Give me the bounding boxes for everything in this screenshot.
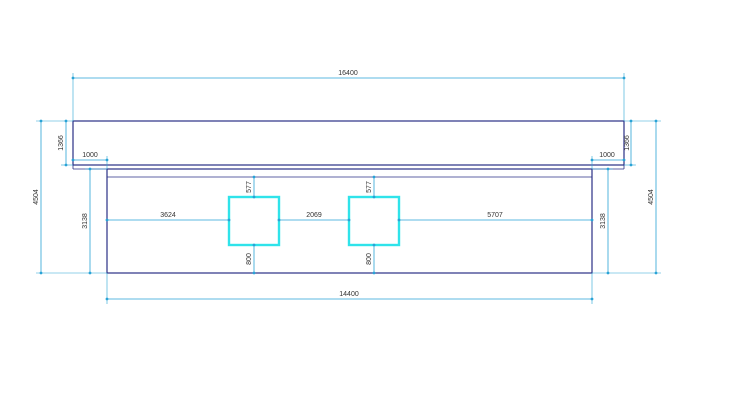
dim-opening2-top-label: 577 — [366, 181, 373, 193]
dim-left-slab: 1366 — [58, 119, 73, 167]
dim-left-total-height: 4504 — [33, 119, 107, 275]
dim-opening1-vertical: 577 800 — [246, 175, 256, 275]
dim-left-total-height-label: 4504 — [33, 189, 40, 205]
opening-1 — [227, 195, 281, 247]
dim-overall-bottom-label: 14400 — [339, 291, 359, 298]
dim-opening2-vertical: 577 800 — [366, 175, 376, 275]
dim-opening2-bottom-label: 800 — [366, 253, 373, 265]
dim-right-total-height-label: 4504 — [648, 189, 655, 205]
top-slab — [72, 120, 625, 166]
dim-opening1-bottom-label: 800 — [246, 253, 253, 265]
dim-overall-top: 16400 — [71, 70, 626, 121]
dim-right-slab-label: 1366 — [624, 135, 631, 151]
dim-right-slab: 1366 — [624, 119, 636, 167]
dim-right-wall-label: 3138 — [600, 213, 607, 229]
dim-left-wall: 3138 — [82, 167, 107, 275]
dim-left-overhang: 1000 — [71, 152, 109, 169]
dim-overall-top-label: 16400 — [338, 70, 358, 77]
dim-right-overhang-label: 1000 — [599, 152, 615, 159]
dim-left-overhang-label: 1000 — [82, 152, 98, 159]
opening-2 — [347, 195, 401, 247]
dim-opening1-top-label: 577 — [246, 181, 253, 193]
dim-left-wall-label: 3138 — [82, 213, 89, 229]
dim-left-to-opening1-label: 3624 — [160, 212, 176, 219]
dim-horizontal-chain: 3624 2069 5707 — [105, 212, 594, 222]
dim-right-wall: 3138 — [592, 167, 613, 275]
dim-overall-bottom: 14400 — [105, 273, 594, 304]
dim-right-overhang: 1000 — [590, 152, 626, 169]
dim-left-slab-label: 1366 — [58, 135, 65, 151]
dim-opening2-to-right-label: 5707 — [487, 212, 503, 219]
dim-between-openings-label: 2069 — [306, 212, 322, 219]
